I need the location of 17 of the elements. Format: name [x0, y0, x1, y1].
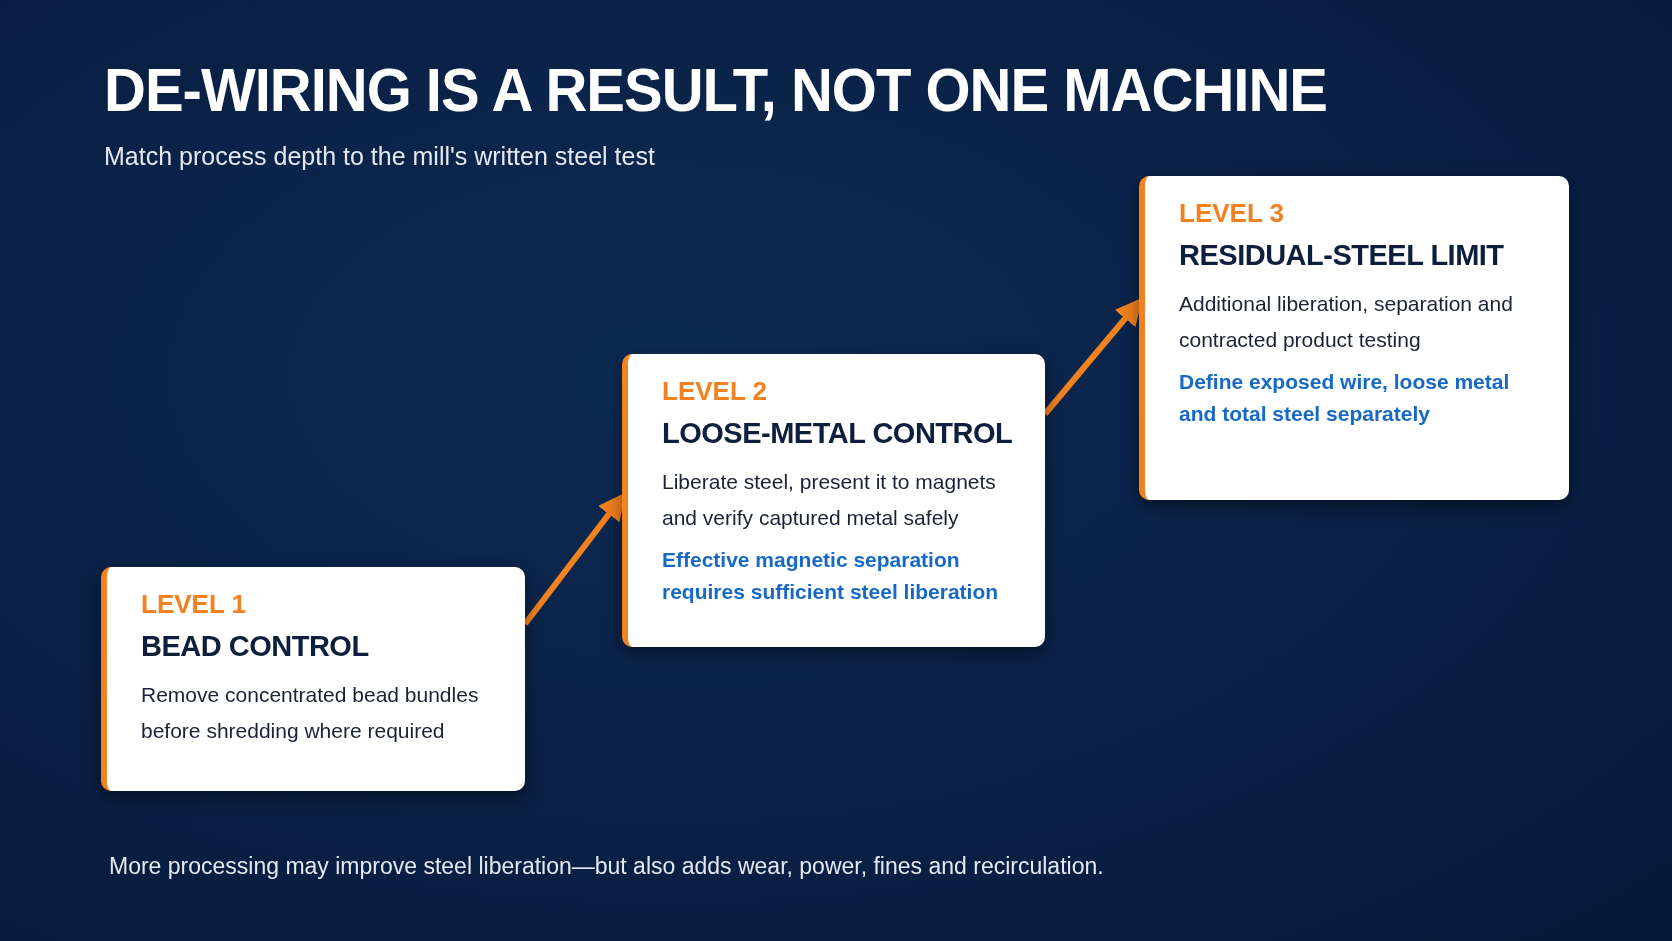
level-heading: BEAD CONTROL — [141, 630, 370, 663]
level-label: LEVEL 3 — [1179, 198, 1285, 229]
level-card — [622, 354, 1045, 647]
level-heading: RESIDUAL-STEEL LIMIT — [1179, 239, 1505, 272]
note: Define exposed wire, loose metal and total steel separately — [1179, 369, 1511, 427]
subtitle: Match process depth to the mill's written steel test — [104, 142, 655, 171]
footer-note: More processing may improve steel liberation—but also adds wear, power, fines and recirculation. — [109, 853, 1104, 880]
description: Remove concentrated bead bundles before shredding where required — [141, 682, 480, 744]
level-label: LEVEL 1 — [141, 589, 247, 620]
level-card — [101, 567, 525, 791]
note: Effective magnetic separation requires sufficient steel liberation — [662, 547, 1000, 605]
description: Liberate steel, present it to magnets and verify captured metal safely — [662, 469, 997, 531]
level-heading: LOOSE-METAL CONTROL — [662, 417, 1014, 450]
level-card — [1139, 176, 1569, 500]
description: Additional liberation, separation and contracted product testing — [1179, 291, 1514, 353]
level-label: LEVEL 2 — [662, 376, 768, 407]
title: DE-WIRING IS A RESULT, NOT ONE MACHINE — [104, 54, 1327, 125]
